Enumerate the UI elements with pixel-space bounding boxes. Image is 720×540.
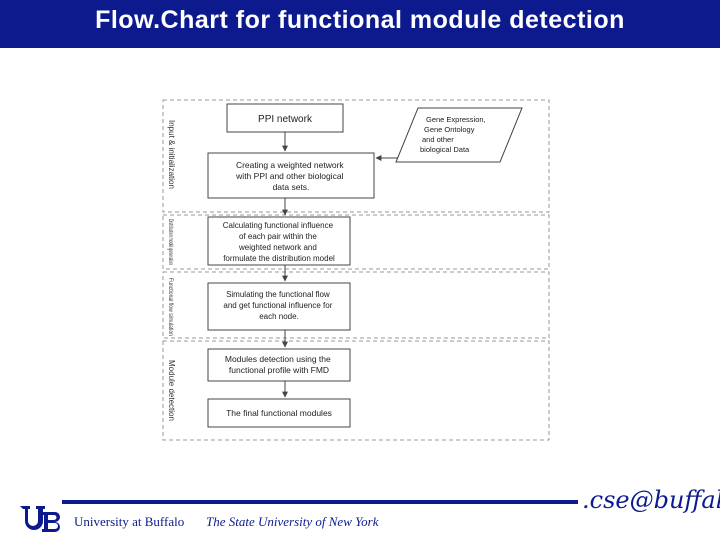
node-influence-line-3: weighted network and [238,243,317,252]
node-ppi-network: PPI network [226,103,344,133]
svg-text:Simulating the functional flow: Simulating the functional flow and get f… [223,290,334,321]
slide-title: Flow.Chart for functional module detecti… [95,6,625,34]
svg-text:PPI network: PPI network [258,114,313,125]
node-weighted-line-2: with PPI and other biological [235,171,343,181]
footer-university: University at Buffalo [74,514,185,529]
node-data-line-2: Gene Ontology [424,125,475,134]
footer-state-university: The State University of New York [206,514,379,529]
stage-label-distribution: Distribution model generation [167,219,173,265]
node-influence-line-2: of each pair within the [239,232,317,241]
title-bar: Flow.Chart for functional module detecti… [0,0,720,48]
node-data-line-1: Gene Expression, [426,115,486,124]
svg-text:Gene Expression, Gene On: Gene Expression, Gene Ontology and other… [420,115,488,154]
cse-buffalo-logo: .cse@buffalo [582,486,720,514]
stage-label-module: Module detection [167,360,176,421]
flowchart-diagram: Input & initialization Distribution mode… [162,99,550,441]
ub-logo-icon [20,506,60,532]
svg-text:Calculating functional influen: Calculating functional influence of each… [223,221,336,263]
node-biological-data: Gene Expression, Gene Ontology and other… [395,107,523,163]
node-functional-influence: Calculating functional influence of each… [207,216,351,266]
stage-label-flow: Functional flow simulation [167,278,174,336]
node-influence-line-4: formulate the distribution model [223,254,335,263]
svg-text:Creating a weighted network: Creating a weighted network with PPI and… [235,160,346,192]
stage-panel-distribution [162,214,550,270]
node-module-detection: Modules detection using the functional p… [207,348,351,382]
node-final-modules: The final functional modules [207,398,351,428]
node-simulate-line-2: and get functional influence for [223,301,332,310]
node-data-line-4: biological Data [420,145,470,154]
stage-panel-flow [162,271,550,339]
footer-rule [62,500,578,504]
node-simulate-line-3: each node. [259,312,299,321]
node-detect-line-2: functional profile with FMD [229,365,329,375]
node-ppi-line: PPI network [258,114,313,125]
node-weighted-network: Creating a weighted network with PPI and… [207,152,375,199]
node-simulate-flow: Simulating the functional flow and get f… [207,282,351,331]
node-influence-line-1: Calculating functional influence [223,221,334,230]
node-data-line-3: and other [422,135,454,144]
stage-panel-input [162,99,550,213]
svg-text:The final functional modules: The final functional modules [226,408,332,418]
node-weighted-line-1: Creating a weighted network [236,160,344,170]
node-detect-line-1: Modules detection using the [225,354,331,364]
stage-panel-module [162,340,550,441]
node-weighted-line-3: data sets. [273,182,310,192]
stage-label-input: Input & initialization [167,120,176,189]
svg-text:Modules detection using the: Modules detection using the functional p… [225,354,333,375]
node-simulate-line-1: Simulating the functional flow [226,290,330,299]
node-final-line-1: The final functional modules [226,408,332,418]
